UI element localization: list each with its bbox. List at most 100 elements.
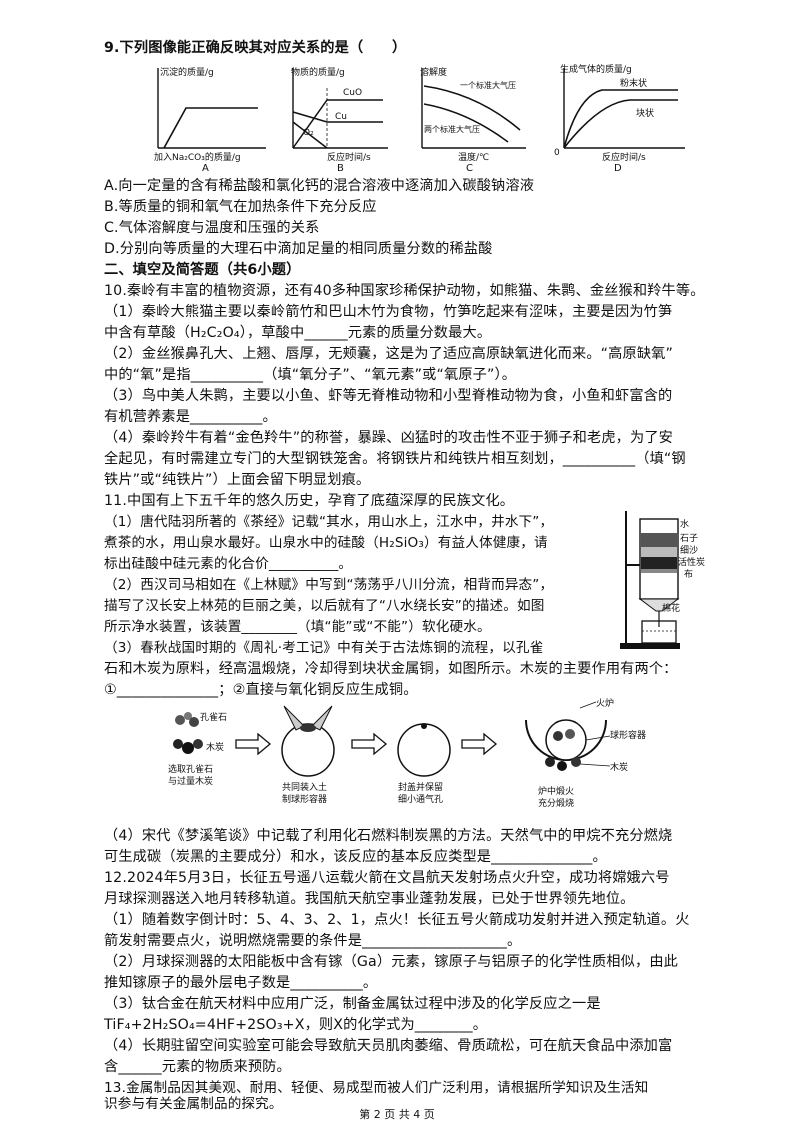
graph-d-powder-curve [563, 89, 678, 149]
graph-c-letter: C [466, 163, 473, 174]
furnace-label: 火炉 [596, 699, 615, 709]
graph-b-cuo-curve [292, 99, 383, 149]
q10-line-9: 全起见，有时需建立专门的大型钢铁笼舍。将钢铁片和纯铁片相互刻划，________… [104, 451, 686, 467]
graph-c-curve-2atm [423, 103, 509, 143]
filter-label-stones: 石子 [680, 534, 699, 544]
step2-line2: 制球形容器 [282, 795, 328, 805]
step2-line1: 共同装入土 [282, 783, 328, 793]
q10-line-6: （3）鸟中美人朱鹮，主要以小鱼、虾等无脊椎动物和小型脊椎动物为食，小鱼和虾富含的 [104, 388, 673, 404]
copper-smelting-svg [173, 701, 611, 777]
q10-line-4: （2）金丝猴鼻孔大、上翘、唇厚，无颊囊，这是为了适应高原缺氧进化而来。“高原缺氧… [104, 346, 674, 362]
graph-d: 生成气体的质量/g 粉末状 块状 0 反应时间/s D [550, 60, 690, 178]
filter-label-carbon: 活性炭 [678, 558, 706, 568]
q11-line-1: 11.中国有上下五千年的悠久历史，孕育了底蕴深厚的民族文化。 [104, 493, 515, 509]
graph-c-svg [421, 68, 526, 149]
graph-d-block-curve [563, 99, 678, 149]
vessel-label: 球形容器 [610, 731, 647, 741]
charcoal-label: 木炭 [206, 743, 225, 753]
q12-line-6: 推知镓原子的最外层电子数是__________。 [104, 975, 378, 991]
q11-line-8: （3）春秋战国时期的《周礼·考工记》中有关于古法炼铜的流程，以孔雀 [104, 640, 544, 656]
q12-line-5: （2）月球探测器的太阳能板中含有镓（Ga）元素，镓原子与铝原子的化学性质相似，由… [104, 954, 678, 970]
q12-line-1: 12.2024年5月3日，长征五号遥八运载火箭在文昌航天发射场点火升空，成功将嫦… [104, 870, 670, 886]
graph-a: 沉淀的质量/g 加入Na₂CO₃的质量/g A [146, 60, 271, 178]
filter-label-sand: 细沙 [680, 546, 699, 556]
q9-option-b: B.等质量的铜和氧气在加热条件下充分反应 [104, 199, 377, 215]
graph-b-ylabel: 物质的质量/g [291, 68, 345, 78]
copper-smelting-figure: 孔雀石 木炭 选取孔雀石 与过量木炭 共同装入土 制球形容器 封盖并保留 细小通… [166, 699, 647, 810]
q9-option-a: A.向一定量的含有稀盐酸和氯化钙的混合溶液中逐滴加入碳酸钠溶液 [104, 178, 535, 194]
q11-line-2: （1）唐代陆羽所著的《茶经》记载“其水，用山水上，江水中，井水下”， [104, 514, 554, 530]
graph-a-xlabel: 加入Na₂CO₃的质量/g [154, 153, 241, 163]
graph-c-ylabel: 溶解度 [420, 68, 448, 78]
q12-line-9: （4）长期驻留空间实验室可能会导致航天员肌肉萎缩、骨质疏松，可在航天食品中添加富 [104, 1038, 673, 1054]
graph-b-svg [292, 68, 388, 149]
graph-d-ylabel: 生成气体的质量/g [560, 65, 632, 75]
step4-line1: 炉中煅火 [538, 787, 575, 797]
q11-line-6: 描写了汉长安上林苑的巨丽之美，以后就有了“八水绕长安”的描述。如图 [104, 598, 545, 614]
graph-a-svg [157, 68, 266, 149]
q11-line-5: （2）西汉司马相如在《上林赋》中写到“荡荡乎八川分流，相背而异态”， [104, 577, 554, 593]
graph-d-origin: 0 [554, 148, 560, 158]
filter-label-cloth: 布 [684, 570, 694, 580]
graph-b-cuo-label: CuO [343, 88, 363, 98]
q10-line-7: 有机营养素是__________。 [104, 409, 277, 425]
q11-line-9: 石和木炭为原料，经高温煅烧，冷却得到块状金属铜，如图所示。木炭的主要作用有两个： [104, 661, 678, 677]
graph-a-letter: A [202, 163, 209, 174]
q10-line-3: 中含有草酸（H₂C₂O₄），草酸中______元素的质量分数最大。 [104, 325, 492, 341]
q12-line-2: 月球探测器送入地月转移轨道。我国航天航空事业蓬勃发展，已处于世界领先地位。 [104, 891, 635, 907]
filter-label-water: 水 [680, 520, 690, 530]
q9-option-c: C.气体溶解度与温度和压强的关系 [104, 220, 320, 236]
water-filter-svg [620, 511, 680, 649]
graph-a-ylabel: 沉淀的质量/g [160, 68, 214, 78]
graph-b-o2-curve [292, 121, 328, 149]
q9-stem: 9.下列图像能正确反映其对应关系的是（ ） [104, 40, 407, 56]
graph-d-xlabel: 反应时间/s [602, 153, 646, 163]
graph-c-xlabel: 温度/℃ [458, 153, 490, 163]
q11-line-4: 标出硅酸中硅元素的化合价__________。 [104, 556, 353, 572]
q12-line-4: 箭发射需要点火，说明燃烧需要的条件是____________________。 [104, 933, 522, 949]
q10-line-5: 中的“氧”是指__________（填“氧分子”、“氧元素”或“氧原子”）。 [104, 367, 517, 383]
graph-c-curve-label-1: 一个标准大气压 [460, 81, 516, 90]
graph-c-curve-1atm [423, 85, 521, 131]
q12-line-3: （1）随着数字倒计时：5、4、3、2、1，点火！长征五号火箭成功发射并进入预定轨… [104, 912, 690, 928]
graph-b-cu-label: Cu [335, 112, 347, 122]
step4-line2: 充分煅烧 [538, 799, 575, 809]
graph-b-xlabel: 反应时间/s [327, 153, 371, 163]
q11-line-10: ①______________；②直接与氧化铜反应生成铜。 [104, 682, 418, 698]
graph-d-letter: D [614, 163, 622, 174]
q12-line-8: TiF₄+2H₂SO₄=4HF+2SO₃+X，则X的化学式为________。 [104, 1017, 488, 1033]
step1-line1: 选取孔雀石 [168, 765, 214, 775]
q10-line-2: （1）秦岭大熊猫主要以秦岭箭竹和巴山木竹为食物，竹笋吃起来有涩味，主要是因为竹笋 [104, 304, 673, 320]
graph-a-curve [163, 107, 258, 149]
graph-b-o2-label: O₂ [303, 128, 314, 138]
q10-line-10: 铁片”或“纯铁片”）上面会留下明显划痕。 [104, 472, 371, 488]
q10-line-1: 10.秦岭有丰富的植物资源，还有40多种国家珍稀保护动物，如熊猫、朱鹮、金丝猴和… [104, 283, 705, 299]
graph-b: 物质的质量/g CuO Cu O₂ 反应时间/s B [283, 60, 393, 178]
q9-option-d: D.分别向等质量的大理石中滴加足量的相同质量分数的稀盐酸 [104, 241, 493, 257]
graph-b-cu-curve [292, 111, 383, 123]
step3-line2: 细小通气孔 [398, 795, 444, 805]
section-2-title: 二、填空及简答题（共6小题） [104, 262, 301, 278]
q11-line-12: 可生成碳（炭黑的主要成分）和水，该反应的基本反应类型是_____________… [104, 849, 607, 865]
q13-line-1: 13.金属制品因其美观、耐用、轻便、易成型而被人们广泛利用，请根据所学知识及生活… [104, 1080, 649, 1096]
step3-line1: 封盖并保留 [398, 783, 444, 793]
graph-c: 溶解度 一个标准大气压 两个标准大气压 温度/℃ C [408, 60, 533, 178]
page-footer: 第 2 页 共 4 页 [359, 1108, 435, 1121]
q11-line-3: 煮茶的水，用山泉水最好。山泉水中的硅酸（H₂SiO₃）有益人体健康，请 [104, 535, 548, 551]
q12-line-7: （3）钛合金在航天材料中应用广泛，制备金属钛过程中涉及的化学反应之一是 [104, 996, 601, 1012]
charcoal2-label: 木炭 [610, 763, 629, 773]
graph-d-block-label: 块状 [636, 109, 655, 119]
water-filter-figure: 水 石子 细沙 活性炭 布 棉花 [620, 505, 714, 655]
graph-d-powder-label: 粉末状 [620, 79, 648, 89]
filter-label-cotton: 棉花 [662, 604, 681, 614]
malachite-label: 孔雀石 [200, 713, 228, 723]
graph-b-letter: B [337, 163, 344, 174]
q11-line-7: 所示净水装置，该装置________（填“能”或“不能”）软化硬水。 [104, 619, 491, 635]
q13-line-2: 识参与有关金属制品的探究。 [104, 1094, 283, 1114]
graph-d-svg [563, 68, 685, 149]
q12-line-10: 含______元素的物质来预防。 [104, 1059, 291, 1075]
q11-line-11: （4）宋代《梦溪笔谈》中记载了利用化石燃料制炭黑的方法。天然气中的甲烷不充分燃烧 [104, 828, 673, 844]
graph-c-curve-label-2: 两个标准大气压 [424, 125, 480, 134]
q10-line-8: （4）秦岭羚牛有着“金色羚牛”的称誉，暴躁、凶猛时的攻击性不亚于狮子和老虎，为了… [104, 430, 674, 446]
